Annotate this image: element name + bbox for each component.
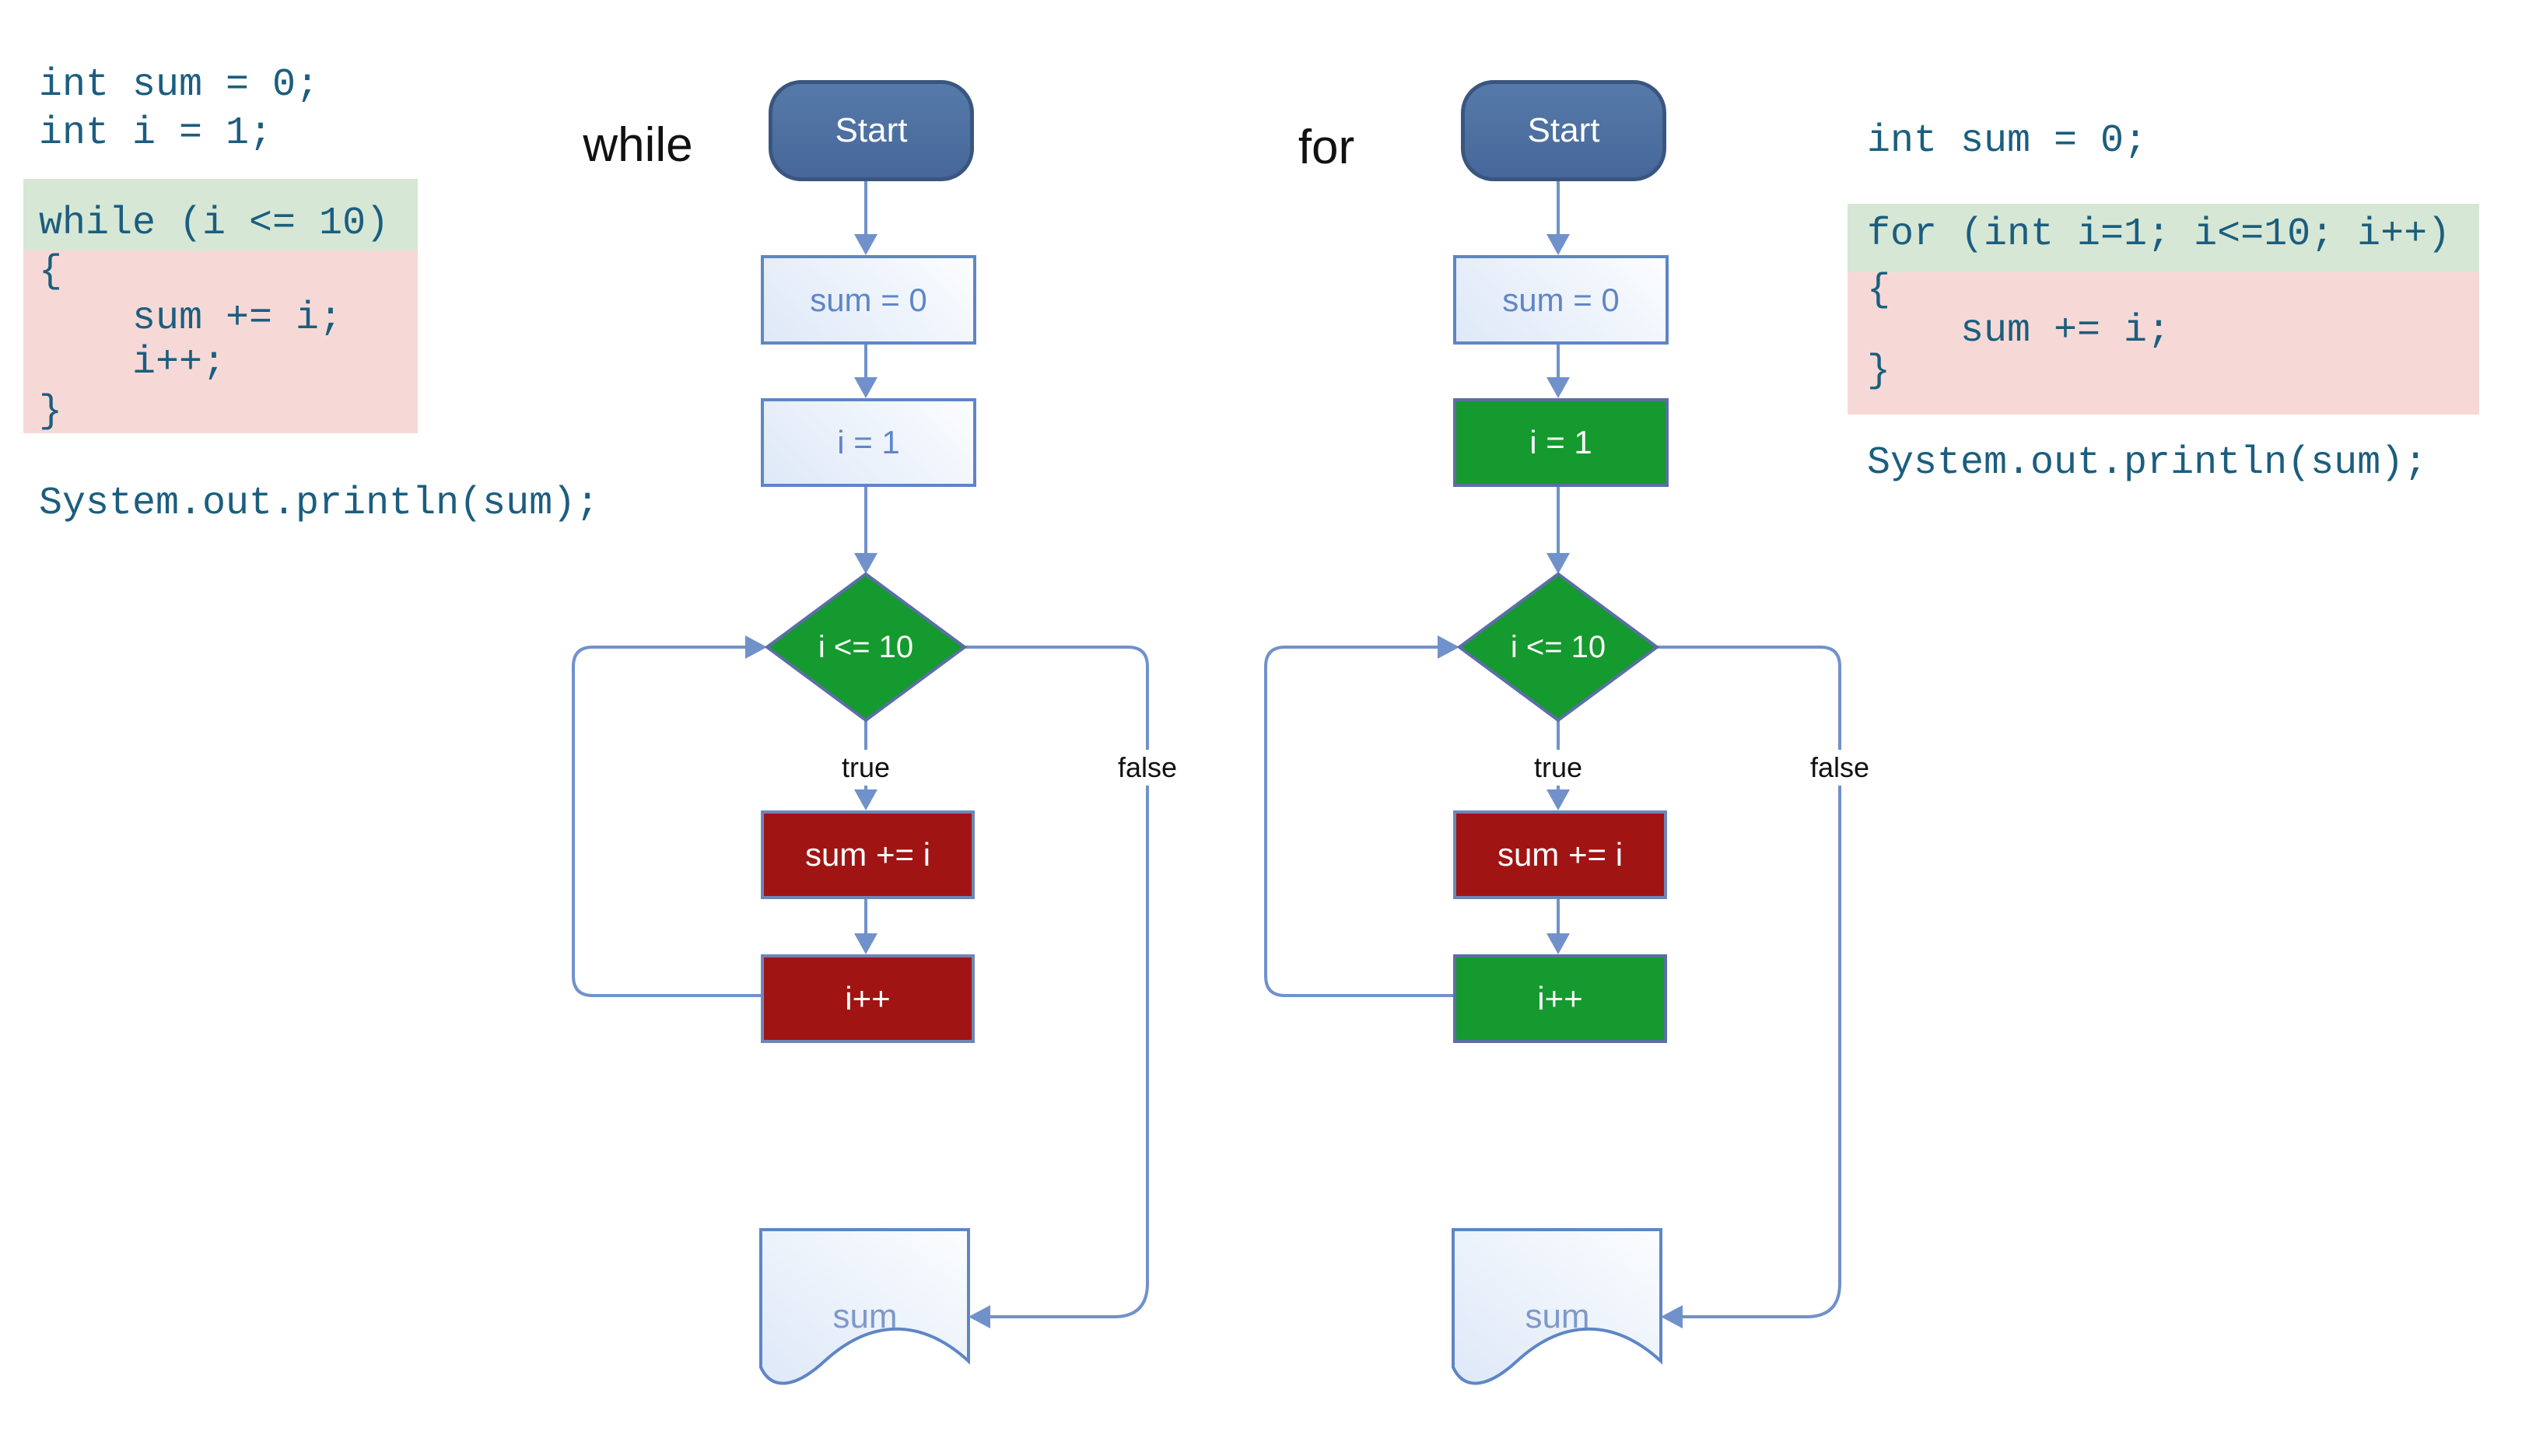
arrowhead-icon xyxy=(1546,553,1570,574)
while-condition-diamond xyxy=(764,572,968,723)
while-code-header-highlight xyxy=(23,179,418,250)
while-i1-box: i = 1 xyxy=(761,398,976,487)
while-sum-add-box: sum += i xyxy=(761,810,975,899)
for-condition-label: i <= 10 xyxy=(1510,630,1606,664)
for-start-node: Start xyxy=(1461,80,1666,181)
arrowhead-icon xyxy=(854,234,877,255)
code-line: while (i <= 10) xyxy=(39,201,390,246)
for-chart-connectors xyxy=(1264,173,1841,1385)
arrowhead-icon xyxy=(854,933,877,954)
code-line: i++; xyxy=(39,341,226,385)
while-code-body-highlight xyxy=(23,250,418,433)
while-increment-box: i++ xyxy=(761,954,975,1043)
for-increment-box: i++ xyxy=(1453,954,1667,1043)
for-loopback-line xyxy=(1264,646,1453,997)
arrowhead-icon xyxy=(1546,789,1570,810)
for-chart-title: for xyxy=(1298,121,1355,174)
while-false-label: false xyxy=(1095,750,1200,786)
code-line: System.out.println(sum); xyxy=(39,481,600,526)
while-loopback-line xyxy=(572,646,761,997)
code-line: int sum = 0; xyxy=(1867,119,2148,163)
arrowhead-icon xyxy=(1546,933,1570,954)
code-line: int i = 1; xyxy=(39,111,273,156)
code-line: for (int i=1; i<=10; i++) xyxy=(1867,212,2451,257)
for-i1-box: i = 1 xyxy=(1453,398,1669,487)
while-sum0-box: sum = 0 xyxy=(761,255,976,345)
code-line: } xyxy=(1867,349,1891,394)
for-sum-add-box: sum += i xyxy=(1453,810,1667,899)
for-code-header-highlight xyxy=(1848,204,2479,272)
while-chart-title: while xyxy=(583,118,693,172)
arrowhead-icon xyxy=(1438,635,1459,659)
for-output-document-shape xyxy=(1452,1228,1662,1385)
while-chart-connectors xyxy=(572,173,1149,1385)
arrowhead-icon xyxy=(1546,377,1570,398)
arrowhead-icon xyxy=(854,553,877,574)
code-line: sum += i; xyxy=(1867,309,2171,353)
arrowhead-icon xyxy=(1546,234,1570,255)
while-condition-label: i <= 10 xyxy=(818,630,914,664)
arrowhead-icon xyxy=(1661,1305,1683,1328)
for-output-label: sum xyxy=(1525,1297,1590,1335)
for-false-label: false xyxy=(1788,750,1892,786)
while-false-line xyxy=(965,646,1149,1318)
for-false-line xyxy=(1657,646,1841,1318)
while-output-label: sum xyxy=(832,1297,898,1335)
for-true-label: true xyxy=(1508,750,1609,786)
for-condition-diamond xyxy=(1456,572,1660,723)
arrowhead-icon xyxy=(745,635,767,659)
code-line: System.out.println(sum); xyxy=(1867,441,2428,485)
arrowhead-icon xyxy=(854,789,877,810)
code-line: } xyxy=(39,390,63,434)
while-start-node: Start xyxy=(769,80,974,181)
arrowhead-icon xyxy=(854,377,877,398)
code-line: { xyxy=(39,250,63,294)
for-code-body-highlight xyxy=(1848,272,2479,415)
for-sum0-box: sum = 0 xyxy=(1453,255,1669,345)
arrowhead-icon xyxy=(969,1305,990,1328)
while-true-label: true xyxy=(815,750,916,786)
while-output-document-shape xyxy=(759,1228,970,1385)
code-line: { xyxy=(1867,268,1891,313)
code-line: sum += i; xyxy=(39,296,343,341)
code-line: int sum = 0; xyxy=(39,63,320,107)
